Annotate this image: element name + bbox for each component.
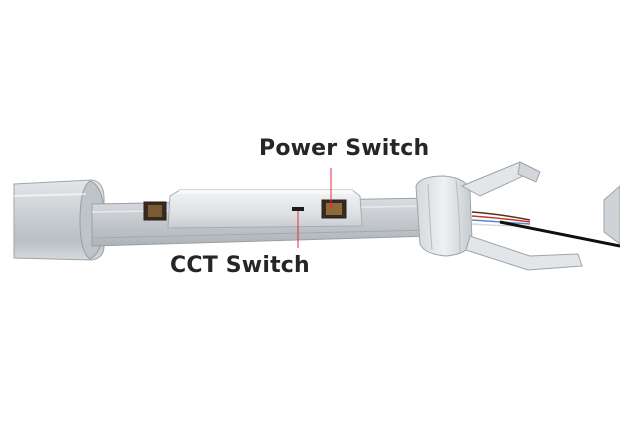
end-cap [415, 161, 583, 271]
wires [471, 211, 620, 248]
driver-box [167, 189, 363, 229]
left-slot [143, 201, 167, 221]
cct-switch-icon [292, 207, 304, 211]
power-switch-icon [321, 199, 347, 219]
left-tube-housing [13, 179, 105, 261]
cct-switch-label: CCT Switch [170, 253, 310, 278]
right-partial-housing [603, 185, 620, 245]
power-switch-label: Power Switch [259, 136, 430, 161]
